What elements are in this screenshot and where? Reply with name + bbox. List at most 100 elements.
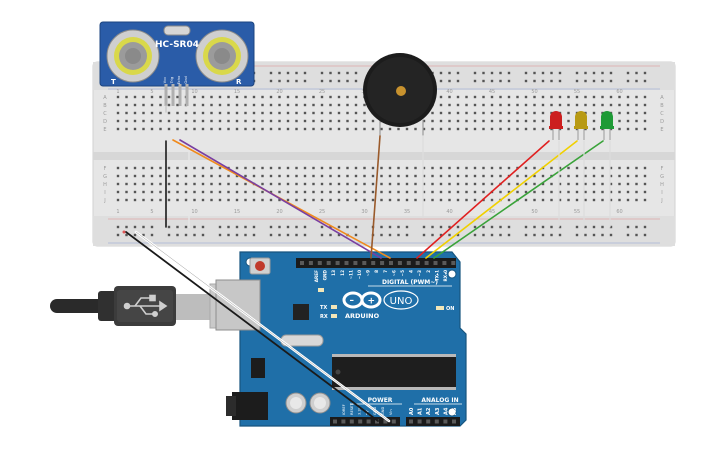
breadboard-rail-hole xyxy=(524,225,528,229)
breadboard-hole xyxy=(363,103,366,107)
breadboard-hole xyxy=(142,111,145,115)
breadboard-hole xyxy=(643,198,647,202)
breadboard-hole xyxy=(524,119,528,123)
breadboard-rail-hole xyxy=(235,225,239,229)
breadboard-hole xyxy=(601,174,604,178)
breadboard-hole xyxy=(635,119,638,123)
breadboard-hole xyxy=(405,127,409,131)
breadboard-hole xyxy=(643,95,647,99)
header-pin xyxy=(415,261,420,265)
breadboard-hole xyxy=(601,111,604,115)
led-yellow xyxy=(575,111,587,127)
breadboard-hole xyxy=(244,127,247,131)
breadboard-hole xyxy=(295,166,298,170)
breadboard-rail-hole xyxy=(448,225,451,229)
breadboard-hole xyxy=(295,198,298,202)
breadboard-hole xyxy=(210,182,213,186)
breadboard-rail-hole xyxy=(295,79,298,83)
header-pin xyxy=(397,261,402,265)
breadboard-hole xyxy=(329,119,332,123)
digital-pin-label: ~10 xyxy=(357,270,362,279)
breadboard-rail-hole xyxy=(456,79,460,83)
breadboard-hole xyxy=(626,182,630,186)
breadboard-hole xyxy=(218,103,222,107)
breadboard-rail-hole xyxy=(499,71,502,75)
breadboard-hole xyxy=(558,174,562,178)
breadboard-hole xyxy=(609,166,613,170)
breadboard-hole xyxy=(601,182,604,186)
reset-button[interactable] xyxy=(249,257,271,275)
breadboard-hole xyxy=(473,127,477,131)
breadboard-hole xyxy=(626,174,630,178)
breadboard-hole xyxy=(635,198,638,202)
breadboard-hole xyxy=(422,190,426,194)
breadboard-hole xyxy=(210,174,213,178)
breadboard-rail-hole xyxy=(405,233,409,237)
breadboard-rail-hole xyxy=(550,79,553,83)
breadboard-hole xyxy=(397,190,400,194)
breadboard-hole xyxy=(473,111,477,115)
breadboard-hole xyxy=(142,190,145,194)
breadboard-rail-hole xyxy=(227,225,230,229)
breadboard-rail-hole xyxy=(643,79,647,83)
breadboard-hole xyxy=(431,127,434,131)
breadboard-hole xyxy=(439,119,443,123)
header-pin xyxy=(434,419,439,424)
breadboard-hole xyxy=(210,95,213,99)
breadboard-hole xyxy=(346,198,349,202)
breadboard-hole xyxy=(516,182,519,186)
breadboard-hole xyxy=(320,190,324,194)
breadboard-hole xyxy=(618,119,621,123)
breadboard-hole xyxy=(524,166,528,170)
breadboard-hole xyxy=(388,174,392,178)
breadboard-hole xyxy=(133,127,137,131)
buzzer-center xyxy=(396,86,406,96)
breadboard-rail-hole xyxy=(609,233,613,237)
breadboard-hole xyxy=(473,174,477,178)
breadboard-hole xyxy=(541,119,545,123)
breadboard-hole xyxy=(448,119,451,123)
column-number: 50 xyxy=(531,89,537,95)
breadboard-hole xyxy=(609,198,613,202)
digital-header xyxy=(296,258,456,268)
usb-interface-chip xyxy=(293,304,309,320)
breadboard-rail-hole xyxy=(626,79,630,83)
breadboard-hole xyxy=(116,119,120,123)
breadboard-hole xyxy=(133,174,137,178)
breadboard-hole xyxy=(601,95,604,99)
breadboard-hole xyxy=(201,182,205,186)
breadboard-rail-hole xyxy=(541,233,545,237)
row-letter: C xyxy=(660,111,664,117)
analog-header xyxy=(406,417,460,426)
breadboard-hole xyxy=(533,174,536,178)
breadboard-hole xyxy=(363,119,366,123)
breadboard-hole xyxy=(167,190,171,194)
breadboard-rail-hole xyxy=(643,225,647,229)
breadboard-hole xyxy=(269,166,273,170)
breadboard-hole xyxy=(269,127,273,131)
breadboard-hole xyxy=(609,190,613,194)
breadboard-hole xyxy=(337,174,341,178)
breadboard-hole xyxy=(626,111,630,115)
breadboard-hole xyxy=(269,198,273,202)
capacitor-left xyxy=(285,392,307,414)
breadboard-rail-hole xyxy=(507,233,511,237)
breadboard-rail-hole xyxy=(456,233,460,237)
breadboard-hole xyxy=(618,103,621,107)
breadboard-hole xyxy=(601,103,604,107)
breadboard-hole xyxy=(465,95,468,99)
breadboard-hole xyxy=(431,111,434,115)
row-letter: H xyxy=(660,182,664,188)
header-pin xyxy=(389,261,393,265)
breadboard-hole xyxy=(329,127,332,131)
vcc-wire-outline xyxy=(135,231,390,422)
header-pin xyxy=(344,261,349,265)
breadboard-rail-hole xyxy=(635,79,638,83)
breadboard-rail-hole xyxy=(609,79,613,83)
header-pin xyxy=(371,261,376,265)
breadboard-hole xyxy=(473,166,477,170)
breadboard-hole xyxy=(456,182,460,186)
breadboard-hole xyxy=(278,95,281,99)
power-pin-label: RESET xyxy=(350,403,354,415)
